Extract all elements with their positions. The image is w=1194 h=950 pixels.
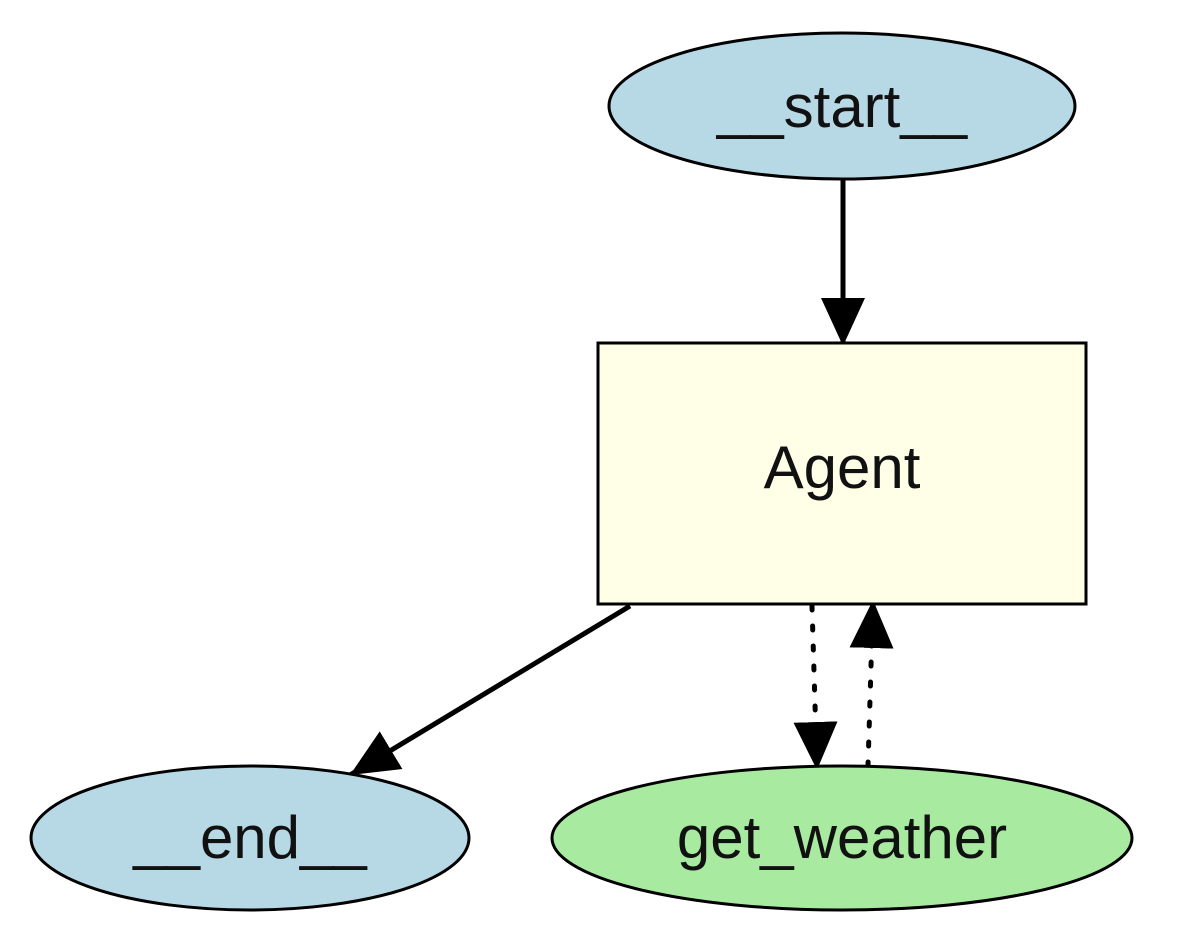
- node-get-weather: get_weather: [550, 764, 1134, 912]
- node-start: __start__: [607, 31, 1077, 181]
- node-agent-label: Agent: [764, 434, 921, 501]
- node-end-label: __end__: [132, 804, 368, 871]
- node-end: __end__: [29, 764, 471, 912]
- node-end-shape: [29, 764, 471, 912]
- edge-agent-to-get-weather: [793, 603, 838, 773]
- node-start-label: __start__: [716, 73, 969, 140]
- node-agent: Agent: [596, 341, 1088, 606]
- edge-get-weather-to-agent: [849, 597, 894, 769]
- node-start-shape: [607, 31, 1077, 181]
- edge-agent-to-end: [348, 603, 632, 778]
- node-get-weather-label: get_weather: [677, 804, 1007, 871]
- node-get-weather-shape: [550, 764, 1134, 912]
- node-agent-shape: [596, 341, 1088, 606]
